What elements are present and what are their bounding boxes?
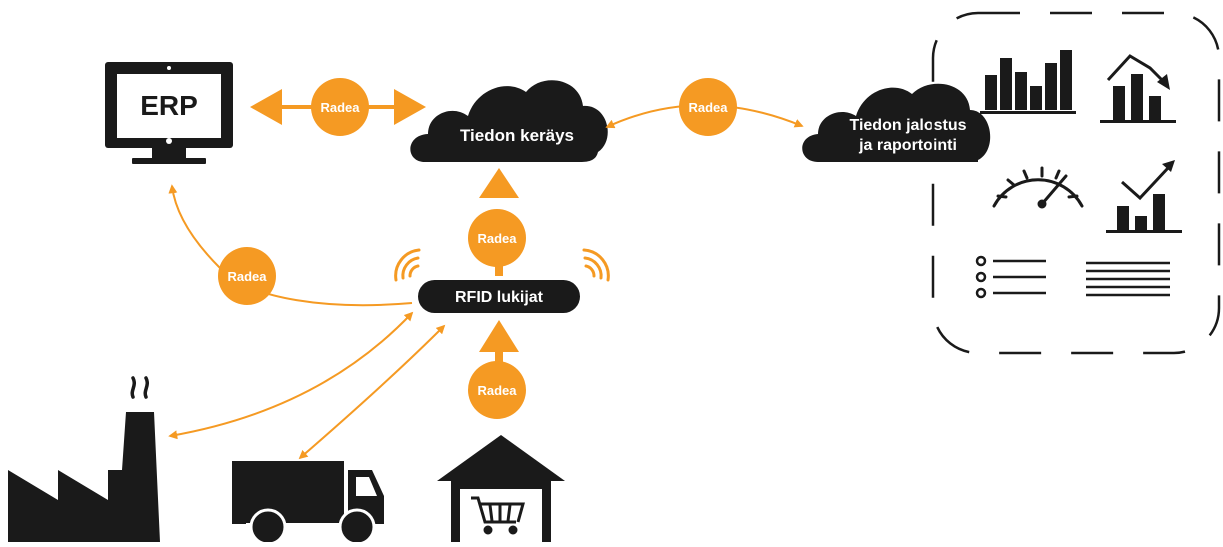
radea-label: Radea (688, 100, 728, 115)
radea-label: Radea (477, 383, 517, 398)
radea-badge-left: Radea (218, 247, 276, 305)
list-icon (975, 255, 1046, 299)
radea-label: Radea (477, 231, 517, 246)
text-lines-icon (1086, 261, 1170, 297)
cloud-collect-label: Tiedon keräys (460, 126, 574, 145)
cloud-process-label-1: Tiedon jalostus (849, 117, 966, 134)
cloud-process-label-2: ja raportointi (858, 137, 957, 154)
cloud-tiedon-keräys: Tiedon keräys (410, 80, 608, 162)
signal-waves-right-icon (582, 248, 610, 282)
arrow-rfid-erp (168, 184, 413, 307)
arrowhead-up-collect (479, 168, 519, 198)
arrow-factory-rfid (168, 311, 414, 440)
truck-icon (232, 461, 384, 546)
arrowhead-up-rfid (479, 320, 519, 352)
erp-monitor-icon: ERP (105, 62, 233, 164)
report-panel (931, 11, 1221, 355)
trend-down-chart-icon (1100, 54, 1176, 123)
radea-badge-rfid-up: Radea (468, 209, 526, 267)
rfid-label: RFID lukijat (455, 289, 544, 306)
rfid-readers: RFID lukijat (394, 248, 610, 313)
cloud-tiedon-jalostus: Tiedon jalostus ja raportointi (802, 83, 991, 162)
factory-icon (8, 376, 160, 542)
shopping-cart-icon (471, 496, 525, 535)
radea-badge-process: Radea (679, 78, 737, 136)
radea-badge-erp: Radea (311, 78, 369, 136)
erp-label: ERP (140, 90, 198, 121)
radea-badge-warehouse: Radea (468, 361, 526, 419)
arrowhead-right (394, 89, 426, 125)
arrow-truck-rfid (298, 324, 446, 460)
radea-label: Radea (227, 269, 267, 284)
signal-waves-left-icon (394, 248, 421, 282)
radea-label: Radea (320, 100, 360, 115)
trend-up-chart-icon (1106, 160, 1182, 233)
warehouse-cart-icon (437, 435, 565, 542)
arrowhead-left (250, 89, 282, 125)
bar-chart-icon (980, 50, 1076, 114)
gauge-icon (992, 166, 1084, 209)
